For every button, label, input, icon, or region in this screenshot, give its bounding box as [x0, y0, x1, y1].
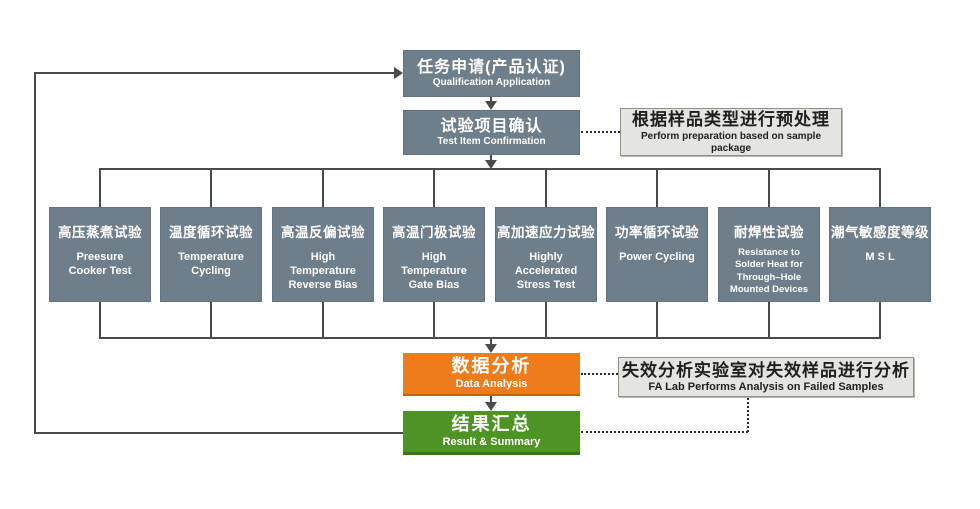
connector-drop-6 — [656, 168, 658, 207]
dotted-fa-note-down — [747, 398, 749, 432]
qualification-application-title-en: Qualification Application — [432, 77, 551, 89]
connector-feedback-top — [34, 72, 395, 74]
connector-test-to-bus — [490, 155, 492, 161]
connector-drop-4 — [433, 168, 435, 207]
connector-rise-7 — [768, 302, 770, 339]
result-summary-box: 结果汇总 Result & Summary — [403, 411, 580, 455]
test-box-msl: 潮气敏感度等级 M S L — [829, 207, 931, 302]
test-box-temperature-cycling: 温度循环试验 Temperature Cycling — [160, 207, 262, 302]
test-title-zh: 高加速应力试验 — [497, 225, 595, 240]
connector-feedback-bottom — [34, 432, 403, 434]
test-item-confirmation-title-zh: 试验项目确认 — [440, 118, 543, 136]
connector-drop-1 — [99, 168, 101, 207]
arrowhead-into-test-item — [485, 101, 497, 110]
connector-top-bus — [99, 168, 881, 170]
result-summary-title-zh: 结果汇总 — [451, 414, 532, 435]
connector-feedback-left — [34, 72, 36, 434]
result-summary-title-en: Result & Summary — [442, 435, 541, 448]
arrowhead-into-result-summary — [485, 402, 497, 411]
connector-drop-5 — [545, 168, 547, 207]
fa-note-en: FA Lab Performs Analysis on Failed Sampl… — [648, 381, 884, 394]
data-analysis-title-en: Data Analysis — [455, 377, 528, 390]
test-title-zh: 高压蒸煮试验 — [58, 225, 142, 240]
test-title-zh: 高温门极试验 — [392, 225, 476, 240]
test-title-en: Resistance to Solder Heat for Through–Ho… — [729, 247, 809, 296]
dotted-fa-note-to-result — [581, 431, 748, 433]
connector-rise-6 — [656, 302, 658, 339]
connector-drop-3 — [322, 168, 324, 207]
test-title-en: M S L — [865, 251, 895, 263]
test-title-en: High Temperature Gate Bias — [401, 251, 467, 291]
connector-bus-to-analysis — [490, 339, 492, 345]
connector-rise-3 — [322, 302, 324, 339]
connector-rise-5 — [545, 302, 547, 339]
test-box-solder-heat-resistance: 耐焊性试验 Resistance to Solder Heat for Thro… — [718, 207, 820, 302]
test-title-en: Temperature Cycling — [178, 251, 244, 277]
test-title-en: High Temperature Reverse Bias — [288, 251, 358, 291]
dotted-test-to-prep-note — [581, 131, 620, 133]
connector-qual-to-test — [490, 97, 492, 103]
test-box-highly-accelerated-stress: 高加速应力试验 Highly Accelerated Stress Test — [495, 207, 597, 302]
connector-drop-8 — [879, 168, 881, 207]
connector-rise-1 — [99, 302, 101, 339]
dotted-analysis-to-fa-note — [581, 373, 618, 375]
test-title-zh: 温度循环试验 — [169, 225, 253, 240]
test-title-en: Preesure Cooker Test — [68, 251, 132, 277]
connector-rise-2 — [210, 302, 212, 339]
test-title-zh: 耐焊性试验 — [734, 225, 804, 240]
fa-note-zh: 失效分析实验室对失效样品进行分析 — [622, 360, 910, 380]
arrowhead-into-qualification — [394, 67, 403, 79]
test-box-pressure-cooker: 高压蒸煮试验 Preesure Cooker Test — [49, 207, 151, 302]
test-item-confirmation-title-en: Test Item Confirmation — [437, 136, 546, 148]
prep-note-zh: 根据样品类型进行预处理 — [632, 110, 830, 130]
test-title-zh: 潮气敏感度等级 — [831, 225, 929, 240]
test-box-high-temp-reverse-bias: 高温反偏试验 High Temperature Reverse Bias — [272, 207, 374, 302]
test-title-zh: 功率循环试验 — [615, 225, 699, 240]
prep-note-en: Perform preparation based on sample pack… — [640, 130, 822, 154]
prep-note-box: 根据样品类型进行预处理 Perform preparation based on… — [620, 108, 842, 156]
connector-bottom-bus — [99, 337, 881, 339]
connector-rise-8 — [879, 302, 881, 339]
qualification-application-title-zh: 任务申请(产品认证) — [417, 59, 566, 77]
test-box-high-temp-gate-bias: 高温门极试验 High Temperature Gate Bias — [383, 207, 485, 302]
data-analysis-title-zh: 数据分析 — [451, 356, 532, 377]
test-title-en: Highly Accelerated Stress Test — [514, 251, 578, 291]
arrowhead-into-top-bus — [485, 160, 497, 169]
connector-rise-4 — [433, 302, 435, 339]
test-title-en: Power Cycling — [619, 251, 695, 263]
test-title-zh: 高温反偏试验 — [281, 225, 365, 240]
connector-analysis-to-result — [490, 396, 492, 403]
test-item-confirmation-box: 试验项目确认 Test Item Confirmation — [403, 110, 580, 155]
qualification-application-box: 任务申请(产品认证) Qualification Application — [403, 50, 580, 97]
test-box-power-cycling: 功率循环试验 Power Cycling — [606, 207, 708, 302]
fa-note-box: 失效分析实验室对失效样品进行分析 FA Lab Performs Analysi… — [618, 357, 914, 397]
connector-drop-7 — [768, 168, 770, 207]
arrowhead-into-data-analysis — [485, 344, 497, 353]
data-analysis-box: 数据分析 Data Analysis — [403, 353, 580, 396]
connector-drop-2 — [210, 168, 212, 207]
